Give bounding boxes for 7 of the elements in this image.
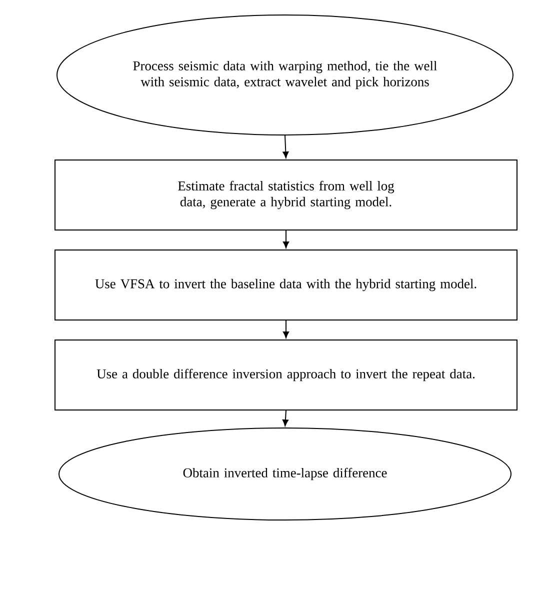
arrow [282,320,290,338]
arrow [282,135,289,158]
process-box: Use VFSA to invert the baseline data with the hybrid starting model. [54,250,518,320]
arrow [282,410,288,426]
process-box: Estimate fractal statistics from well log data, generate a hybrid starting model. [54,160,518,230]
arrow [282,230,290,248]
process-box: Use a double difference inversion approach to invert the repeat data. [54,340,518,410]
